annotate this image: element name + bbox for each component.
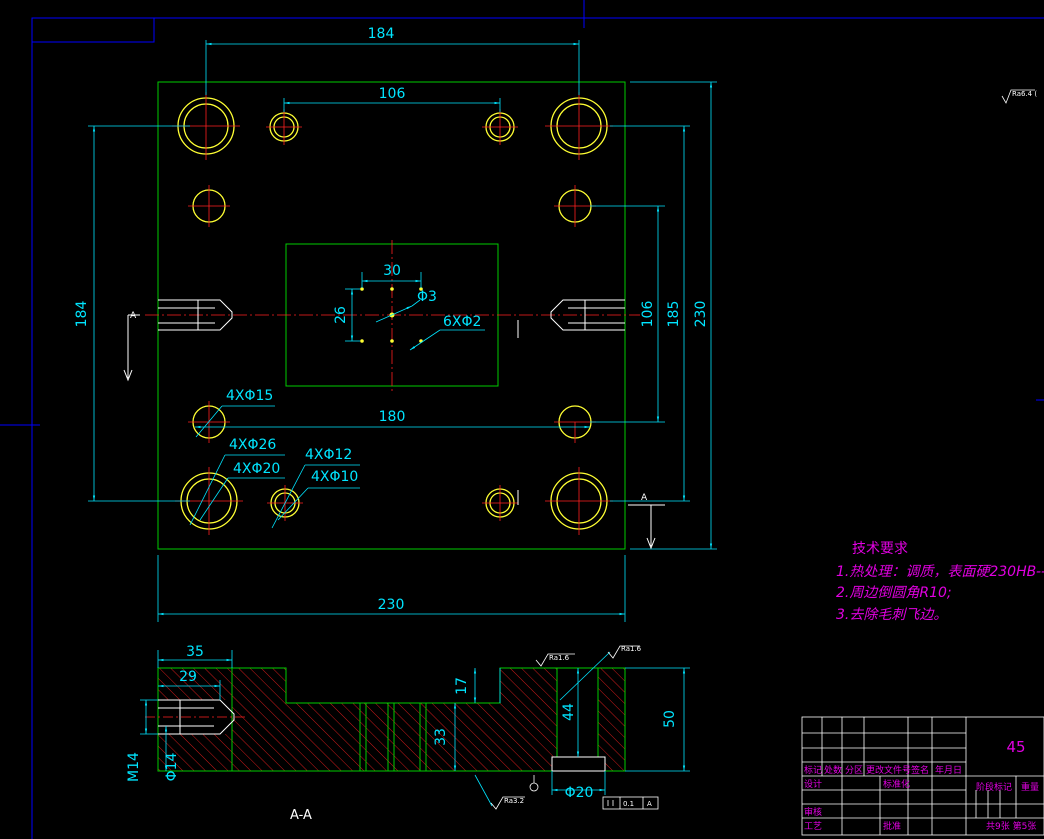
section-tapped-hole xyxy=(158,699,235,735)
section-counterbore xyxy=(551,756,606,772)
section-hatch-left-bottom xyxy=(158,734,232,771)
cavity-pin-points xyxy=(360,287,423,343)
dim-230-bottom: 230 xyxy=(378,597,405,613)
dim-185-right: 185 xyxy=(666,301,682,328)
dim-180: 180 xyxy=(379,409,406,425)
tb-signature: 签名 xyxy=(911,764,929,776)
dim-phi3: Φ3 xyxy=(417,289,437,305)
roughness-corner: Ra6.4 ( xyxy=(1012,90,1037,98)
tb-process: 工艺 xyxy=(804,821,822,832)
roughness-label-2: Ra1.6 xyxy=(621,645,642,653)
section-mark-left: A xyxy=(130,311,137,321)
roughness-label-3: Ra3.2 xyxy=(504,797,524,805)
dim-phi20: Φ20 xyxy=(565,785,594,801)
section-arrow-left xyxy=(123,314,140,382)
callout-4xphi12: 4XΦ12 xyxy=(305,447,352,463)
dim-26: 26 xyxy=(333,306,349,324)
dim-29: 29 xyxy=(179,669,197,685)
roughness-label-1: Ra1.6 xyxy=(549,654,570,662)
tolerance-frame xyxy=(602,796,659,810)
tb-stage: 阶段标记 xyxy=(976,781,1012,793)
dim-44: 44 xyxy=(561,703,577,721)
tb-mark: 标记 xyxy=(804,764,822,776)
section-view: Ra1.6 Ra1.6 Ra3.2 Ra6.4 ( 0.1 A 35 29 M1… xyxy=(126,89,1037,823)
dim-50: 50 xyxy=(662,710,678,728)
tb-weight: 重量 xyxy=(1021,781,1039,793)
tb-count: 处数 xyxy=(824,764,842,776)
callout-4xphi10: 4XΦ10 xyxy=(311,469,358,485)
dim-m14: M14 xyxy=(126,752,142,782)
dim-184-top: 184 xyxy=(368,26,395,42)
tb-design: 设计 xyxy=(804,778,822,790)
dim-35: 35 xyxy=(186,644,204,660)
dim-230-right: 230 xyxy=(693,301,709,328)
tb-review: 审核 xyxy=(804,806,822,818)
dim-17: 17 xyxy=(454,677,470,695)
section-dimension-lines xyxy=(140,650,690,807)
section-label: A-A xyxy=(290,808,312,823)
dimension-lines xyxy=(88,40,717,622)
section-hatch-right xyxy=(598,668,625,771)
tech-line-3: 3.去除毛刺飞边。 xyxy=(836,607,947,623)
side-tapped-holes xyxy=(158,299,625,331)
section-arrow-right xyxy=(517,320,665,550)
callout-4xphi26: 4XΦ26 xyxy=(229,437,276,453)
dim-184-left: 184 xyxy=(74,301,90,328)
tb-standard: 标准化 xyxy=(883,778,910,790)
tb-change-doc: 更改文件号 xyxy=(866,764,911,776)
dim-6xphi2: 6XΦ2 xyxy=(443,314,481,330)
tb-zone: 分区 xyxy=(845,765,863,776)
callout-4xphi15: 4XΦ15 xyxy=(226,388,273,404)
tb-sheets: 共9张 第5张 xyxy=(986,820,1036,832)
tolerance-datum: A xyxy=(647,800,652,808)
section-mark-right: A xyxy=(641,493,648,503)
roughness-symbols xyxy=(490,89,1035,810)
dim-106-top: 106 xyxy=(379,86,406,102)
dim-106-right: 106 xyxy=(640,301,656,328)
dim-33: 33 xyxy=(433,728,449,746)
tolerance-value: 0.1 xyxy=(623,800,634,808)
dim-phi14: Φ14 xyxy=(164,752,180,781)
title-block xyxy=(801,716,1044,836)
dim-30: 30 xyxy=(383,263,401,279)
tb-approve: 批准 xyxy=(883,820,901,832)
top-view: 184 106 184 106 185 230 230 180 30 26 Φ3… xyxy=(74,26,717,622)
technical-requirements: 技术要求 1.热处理：调质，表面硬230HB--270 2.周边倒圆角R10; … xyxy=(836,541,1044,623)
tech-line-2: 2.周边倒圆角R10; xyxy=(836,585,952,601)
plate-outline xyxy=(157,81,626,550)
tech-line-1: 1.热处理：调质，表面硬230HB--270 xyxy=(836,564,1044,580)
tb-date: 年月日 xyxy=(935,764,962,776)
tech-title: 技术要求 xyxy=(852,541,908,557)
material-label: 45 xyxy=(1006,738,1025,756)
datum-symbol xyxy=(529,782,539,792)
callout-4xphi20: 4XΦ20 xyxy=(233,461,280,477)
